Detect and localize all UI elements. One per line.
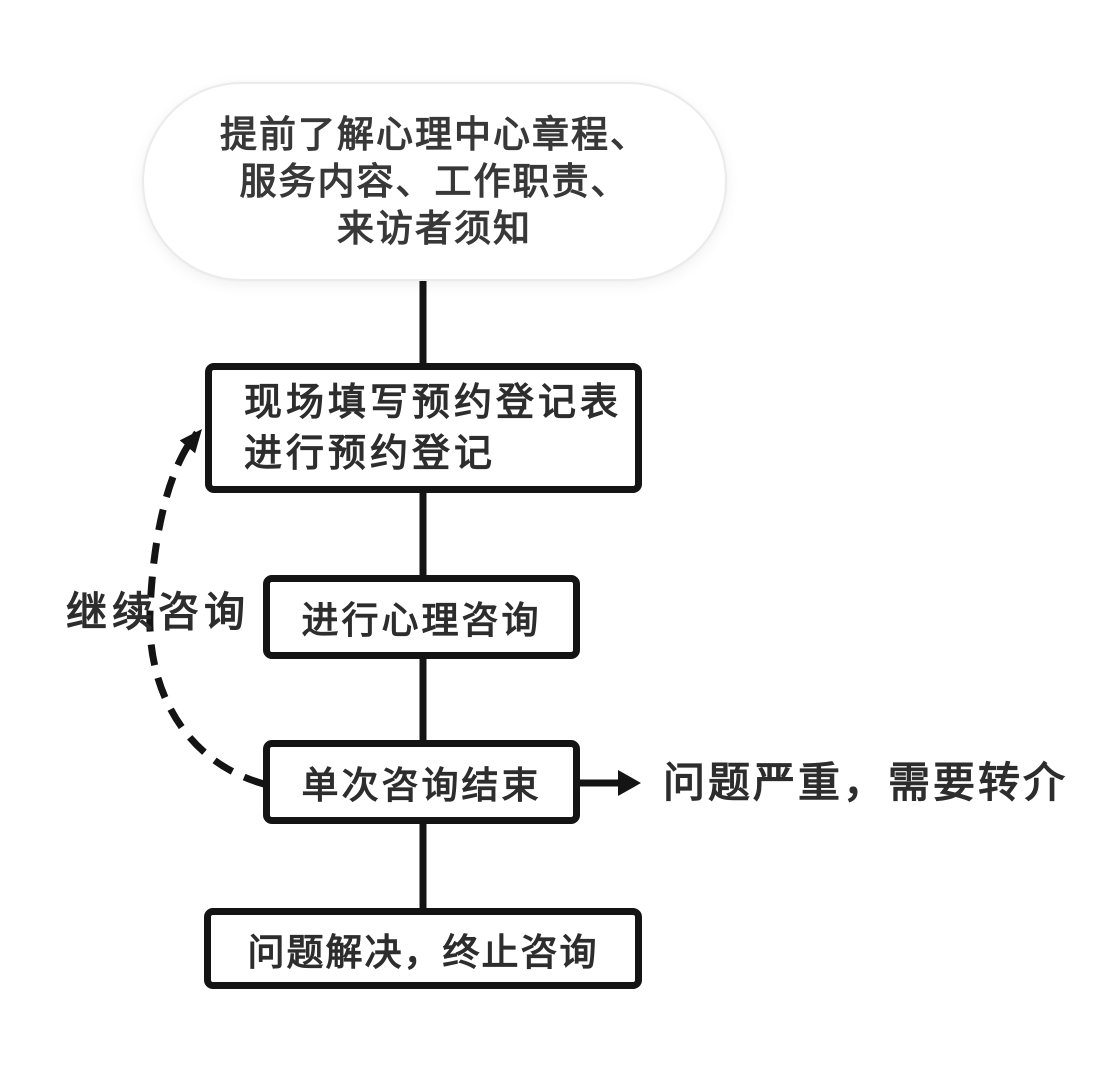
node-start-text-line2: 服务内容、工作职责、 (239, 160, 630, 203)
referral-arrow-head-icon (618, 770, 641, 796)
continue-loop-dashed-curve (146, 430, 265, 788)
node-start-text-line1: 提前了解心理中心章程、 (220, 113, 649, 156)
node-register-text-line1: 现场填写预约登记表 (244, 380, 623, 424)
node-register: 现场填写预约登记表 进行预约登记 (205, 363, 642, 493)
continue-loop-arrow-head-icon (179, 429, 202, 454)
node-terminate: 问题解决，终止咨询 (204, 908, 642, 989)
node-session-end-text: 单次咨询结束 (301, 764, 542, 807)
node-terminate-text: 问题解决，终止咨询 (247, 930, 599, 974)
edge-label-continue-counseling: 继续咨询 (66, 588, 250, 636)
node-session-end: 单次咨询结束 (263, 740, 580, 824)
node-start-text-line3: 来访者须知 (337, 207, 532, 250)
node-counseling: 进行心理咨询 (263, 575, 580, 659)
node-register-text-line2: 进行预约登记 (244, 431, 497, 475)
node-start: 提前了解心理中心章程、 服务内容、工作职责、 来访者须知 (142, 82, 727, 281)
node-counseling-text: 进行心理咨询 (301, 599, 542, 642)
edge-label-referral-outcome: 问题严重，需要转介 (663, 758, 1069, 807)
